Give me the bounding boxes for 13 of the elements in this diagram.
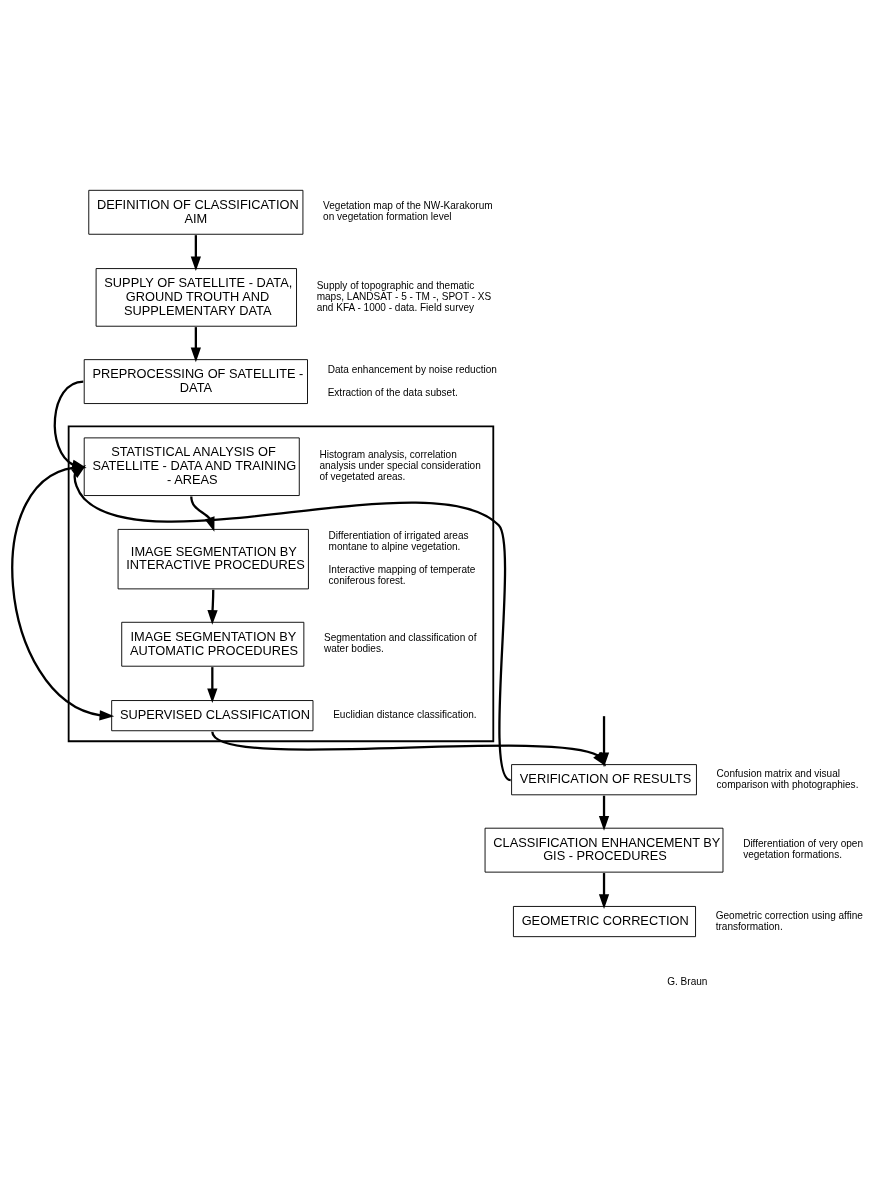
node-label: Differentiation of irrigated areas montane to alpine vegetation. [328, 530, 469, 553]
node-label: Interactive mapping of temperate coniferous forest. [328, 564, 476, 587]
node-label: Geometric correction using affine transformation. [715, 909, 863, 932]
node-label: Euclidian distance classification. [333, 709, 477, 721]
node-label: Differentiation of very open vegetation formations. [743, 838, 864, 861]
node-label: Extraction of the data subset. [327, 386, 458, 398]
node-label: Vegetation map of the NW-Karakorum on vegetation formation level [323, 200, 493, 223]
node-label: Supply of topographic and thematic maps, LANDSAT - 5 - TM -, SPOT - XS and KFA - 1000 - data. Field survey [316, 279, 492, 313]
node-label: Segmentation and classification of water bodies. [323, 632, 477, 655]
label: G. Braun [667, 976, 708, 988]
node-label: Data enhancement by noise reduction [327, 363, 497, 375]
node-label: Histogram analysis, correlation analysis under special consideration of vegetated areas. [319, 449, 481, 483]
node-label: Confusion matrix and visual comparison with photographies. [716, 767, 859, 790]
